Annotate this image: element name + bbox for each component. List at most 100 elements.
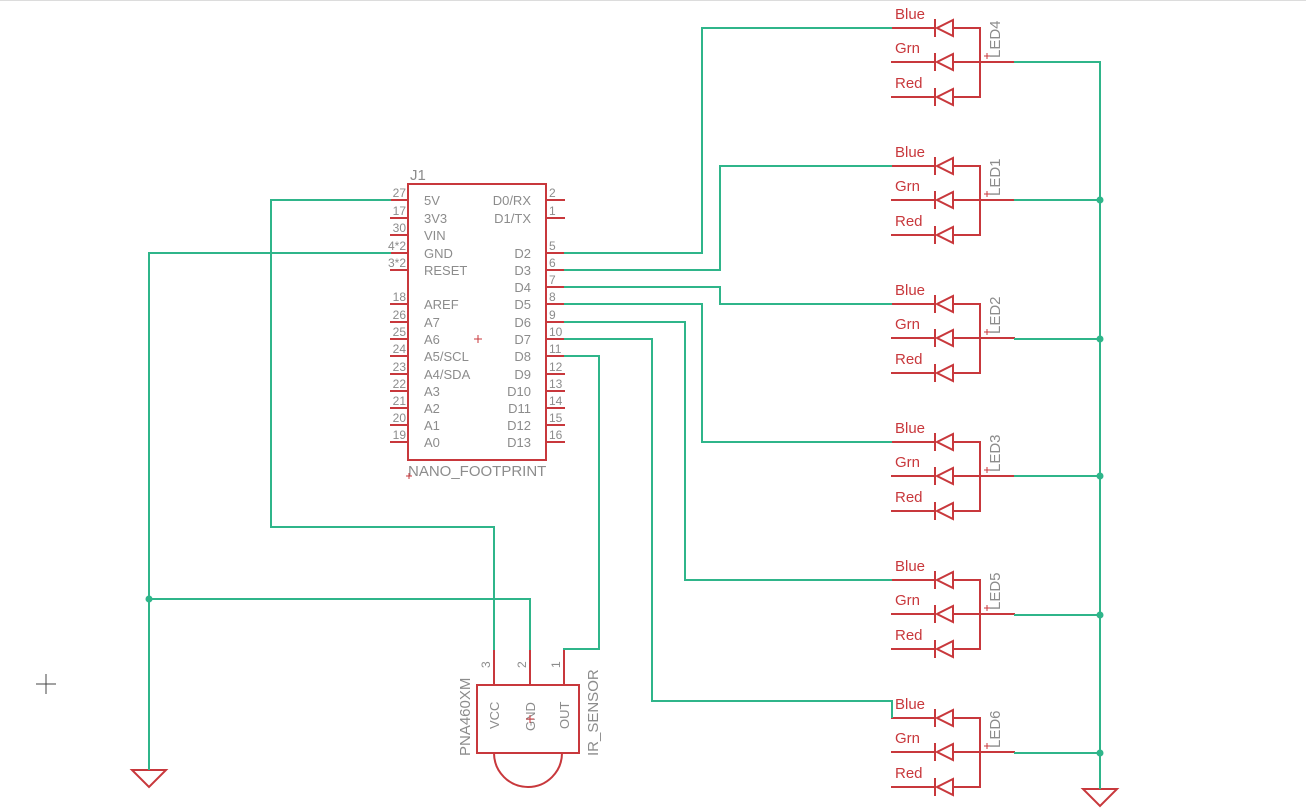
junction-bus-led6 [1096, 749, 1104, 757]
wire-d5-led3[interactable] [564, 303, 892, 443]
led-diode-grn: Grn [891, 40, 981, 72]
diode-triangle [934, 328, 954, 348]
nano-pin-d5[interactable]: 8D5 [514, 290, 565, 312]
nano-pin-name: D6 [514, 315, 531, 330]
wire-sensor-out-d8[interactable] [563, 355, 600, 650]
nano-pin-name: A3 [424, 384, 440, 399]
wire-d4-led2[interactable] [564, 286, 892, 305]
nano-pin-name: D5 [514, 297, 531, 312]
wire-d7-led6[interactable] [564, 338, 893, 718]
led-diode-grn: Grn [891, 178, 981, 210]
led-diode-grn: Grn [891, 454, 981, 486]
nano-pin-number: 2 [549, 186, 556, 200]
nano-pin-name: D2 [514, 246, 531, 261]
nano-value: NANO_FOOTPRINT [408, 463, 546, 480]
nano-pin-name: D4 [514, 280, 531, 295]
ir-pin-2-num: 2 [515, 661, 529, 668]
led-diode-blue: Blue [891, 6, 981, 38]
gnd-symbol-left [129, 769, 169, 789]
nano-pin-number: 4*2 [388, 239, 406, 253]
cursor-crosshair-icon [36, 674, 56, 694]
led-color-label: Grn [895, 178, 920, 195]
led-diode-grn: Grn [891, 730, 981, 762]
nano-pin-number: 3*2 [388, 256, 406, 270]
wire-5v-sensor[interactable] [270, 199, 495, 650]
nano-pin-name: D13 [507, 435, 531, 450]
wire-d6-led5[interactable] [564, 321, 892, 581]
nano-pin-number: 18 [393, 290, 407, 304]
nano-pin-d2[interactable]: 5D2 [514, 239, 565, 261]
nano-pin-number: 16 [549, 428, 563, 442]
ir-pin-vcc-name: VCC [487, 702, 502, 729]
nano-pin-name: A7 [424, 315, 440, 330]
wire-d3-led1[interactable] [564, 165, 892, 271]
junction-bus-led5 [1096, 611, 1104, 619]
led-diode-blue: Blue [891, 558, 981, 590]
nano-refdes: J1 [410, 167, 426, 184]
nano-pin-d4[interactable]: 7D4 [514, 273, 565, 295]
nano-pin-name: D9 [514, 367, 531, 382]
led-color-label: Grn [895, 40, 920, 57]
ir-pin-3-num: 3 [479, 661, 493, 668]
nano-pin-number: 13 [549, 377, 563, 391]
nano-pin-d6[interactable]: 9D6 [514, 308, 565, 330]
wire-gnd-sensor[interactable] [149, 598, 531, 650]
nano-pin-name: RESET [424, 263, 467, 278]
nano-pin-name: A0 [424, 435, 440, 450]
diode-triangle [934, 87, 954, 107]
led-color-label: Red [895, 627, 923, 644]
nano-pin-name: D10 [507, 384, 531, 399]
diode-triangle [934, 294, 954, 314]
nano-pin-d1tx[interactable]: 1D1/TX [494, 204, 565, 226]
wire-led-common-bus[interactable] [1014, 61, 1101, 789]
led-diode-grn: Grn [891, 316, 981, 348]
nano-pin-d3[interactable]: 6D3 [514, 256, 565, 278]
diode-triangle [934, 432, 954, 452]
nano-pin-d0rx[interactable]: 2D0/RX [493, 186, 565, 208]
led-diode-grn: Grn [891, 592, 981, 624]
led-diode-blue: Blue [891, 696, 981, 728]
wire-d2-led4[interactable] [564, 27, 892, 254]
junction-bus-led1 [1096, 196, 1104, 204]
led-diode-red: Red [891, 351, 981, 383]
led-color-label: Red [895, 351, 923, 368]
nano-pin-name: D3 [514, 263, 531, 278]
ir-sensor-part[interactable]: 3 2 1 VCC GND OUT PNA460XM IR_SENSOR [457, 649, 602, 788]
ir-sensor-value: PNA460XM [457, 678, 474, 756]
nano-pin-name: D1/TX [494, 211, 531, 226]
nano-pin-name: A5/SCL [424, 349, 469, 364]
nano-pin-number: 22 [393, 377, 407, 391]
diode-triangle [934, 363, 954, 383]
diode-triangle [934, 708, 954, 728]
nano-pin-number: 19 [393, 428, 407, 442]
